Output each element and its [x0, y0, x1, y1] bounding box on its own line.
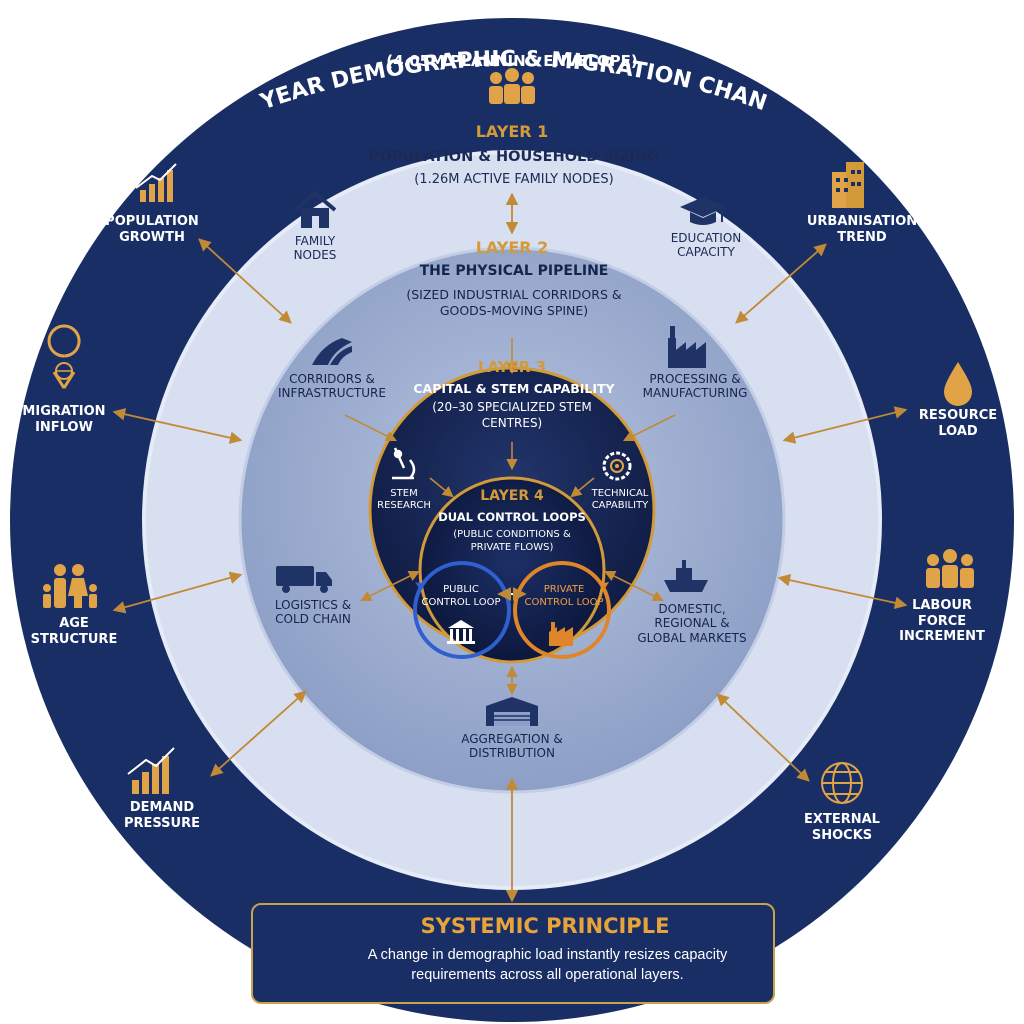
layer4-title: DUAL CONTROL LOOPS	[438, 510, 586, 524]
principle-text: A change in demographic load instantly r…	[367, 947, 728, 983]
principle-box	[251, 903, 775, 1004]
factory-icon	[668, 326, 706, 368]
inner-arrows	[344, 338, 676, 696]
house-icon	[293, 190, 337, 228]
family-icon	[43, 564, 97, 608]
gear-target-icon	[602, 451, 632, 481]
driver-external-shocks: EXTERNAL SHOCKS	[804, 812, 880, 843]
layer2-title: THE PHYSICAL PIPELINE	[419, 263, 609, 279]
driver-migration-inflow: MIGRATION INFLOW	[22, 404, 106, 435]
layer2-aggregation: AGGREGATION & DISTRIBUTION	[461, 732, 563, 761]
layer1-title: POPULATION & HOUSEHOLD SIZING	[368, 149, 660, 165]
globe-pin-icon	[47, 324, 81, 389]
driver-resource-load: RESOURCE LOAD	[918, 408, 998, 439]
layer3-title: CAPITAL & STEM CAPABILITY	[413, 381, 615, 396]
layer3-subtitle: (20–30 SPECIALIZED STEM CENTRES)	[432, 400, 592, 430]
layer1-family-nodes: FAMILY NODES	[293, 234, 337, 263]
water-drop-icon	[944, 362, 972, 406]
ship-icon	[664, 560, 708, 592]
government-building-icon	[447, 620, 475, 644]
layer4-tag: LAYER 4	[480, 488, 544, 504]
workers-icon	[926, 549, 974, 588]
globe-icon	[821, 762, 863, 804]
warehouse-icon	[486, 697, 538, 726]
truck-icon	[276, 566, 332, 593]
private-loop-arrow	[599, 582, 609, 590]
driver-labour-force-increment: LABOUR FORCE INCREMENT	[899, 598, 985, 645]
layer2-markets: DOMESTIC, REGIONAL & GLOBAL MARKETS	[637, 602, 747, 645]
header-subtitle: (4.05M PLANNING ENVELOPE)	[386, 52, 638, 70]
layer3-tag: LAYER 3	[477, 358, 547, 376]
layer3-technical-capability: TECHNICAL CAPABILITY	[591, 488, 649, 511]
driver-age-structure: AGE STRUCTURE	[30, 616, 118, 647]
private-control-loop-label: PRIVATE CONTROL LOOP	[524, 584, 604, 608]
layer1-subtitle: (1.26M ACTIVE FAMILY NODES)	[414, 172, 614, 187]
public-control-loop-label: PUBLIC CONTROL LOOP	[421, 584, 501, 608]
layer1-education-capacity: EDUCATION CAPACITY	[670, 231, 742, 260]
layer2-tag: LAYER 2	[475, 238, 549, 257]
driver-population-growth: POPULATION GROWTH	[105, 214, 199, 245]
layer3-stem-research: STEM RESEARCH	[377, 488, 431, 511]
driver-demand-pressure: DEMAND PRESSURE	[123, 800, 200, 831]
layer2-corridors: CORRIDORS & INFRASTRUCTURE	[278, 372, 386, 401]
private-factory-icon	[549, 622, 573, 646]
graduation-cap-icon	[680, 197, 726, 225]
layer2-processing: PROCESSING & MANUFACTURING	[642, 372, 748, 401]
layer4-ring	[418, 476, 606, 664]
driver-urbanisation-trend: URBANISATION TREND	[806, 214, 918, 245]
private-loop-ring	[513, 561, 611, 659]
public-loop-ring	[413, 561, 511, 659]
microscope-icon	[392, 447, 416, 480]
rising-bars-icon	[127, 747, 175, 794]
principle-title: SYSTEMIC PRINCIPLE	[420, 914, 670, 938]
outer-arrows	[112, 192, 908, 903]
layer1-tag: LAYER 1	[475, 122, 549, 141]
layer2-subtitle: (SIZED INDUSTRIAL CORRIDORS & GOODS-MOVI…	[406, 287, 622, 319]
public-loop-arrow	[415, 582, 425, 590]
road-icon	[312, 338, 352, 365]
people-group-icon	[489, 68, 535, 104]
building-icon	[832, 162, 864, 208]
bar-chart-growth-icon	[135, 163, 177, 202]
layer2-logistics: LOGISTICS & COLD CHAIN	[274, 598, 352, 627]
layer4-subtitle: (PUBLIC CONDITIONS & PRIVATE FLOWS)	[453, 529, 571, 553]
